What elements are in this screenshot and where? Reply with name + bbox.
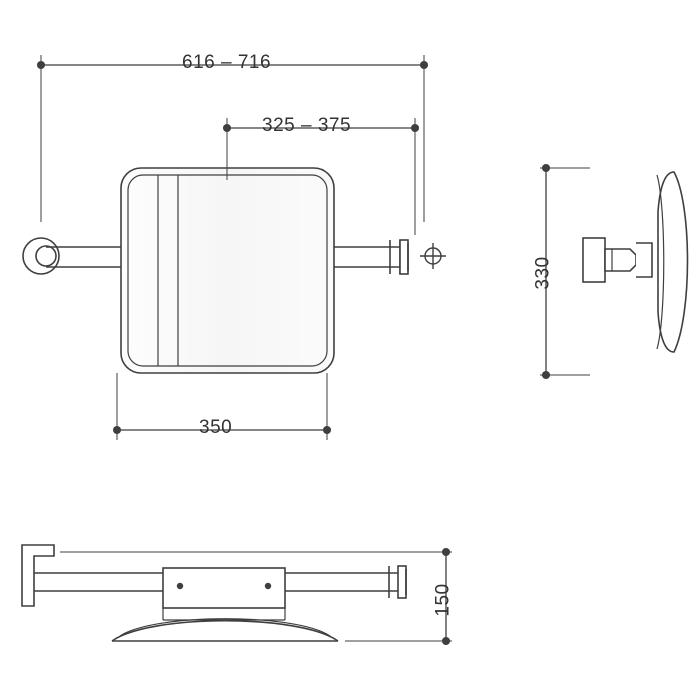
top-view-dimensions	[60, 547, 452, 646]
front-view-dimensions	[36, 55, 429, 440]
wall-mount-ring	[22, 237, 60, 275]
front-view	[22, 167, 446, 374]
dimension-arm-offset-label: 325 – 375	[262, 115, 352, 136]
side-view	[582, 171, 689, 353]
dimension-seat-width-label: 350	[199, 417, 233, 438]
top-view	[21, 544, 407, 642]
side-view-dimensions	[540, 163, 590, 380]
dimension-backrest-height-label: 330	[532, 256, 554, 290]
fixing-point-crosshair	[420, 243, 446, 269]
dimension-overall-width-label: 616 – 716	[182, 52, 272, 73]
dimension-depth-label: 150	[432, 583, 454, 617]
seat-pad	[120, 167, 335, 374]
